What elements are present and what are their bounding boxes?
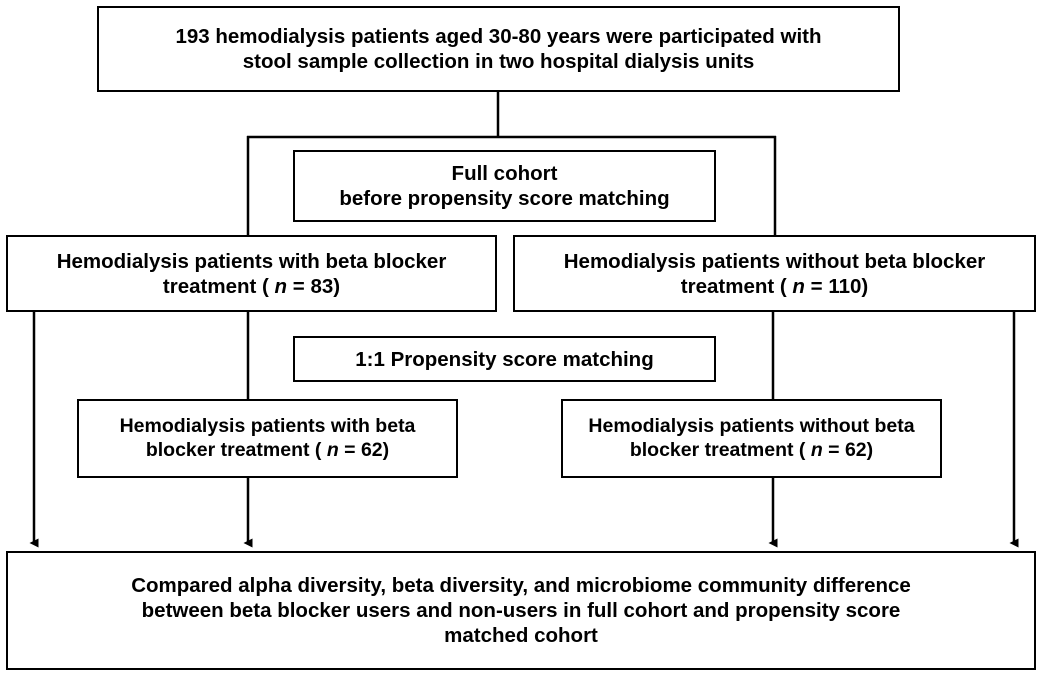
box-bb-full-n-symbol: n [274, 274, 288, 298]
box-beta-blocker-full-cohort: Hemodialysis patients with beta blocker … [6, 235, 497, 312]
box-full-cohort-label: Full cohort before propensity score matc… [293, 150, 716, 222]
box-enrollment-line1: 193 hemodialysis patients aged 30-80 yea… [175, 25, 822, 48]
box-full-cohort-line1: Full cohort [451, 162, 558, 185]
box-bb-psm-n-symbol: n [326, 438, 339, 461]
box-enrollment-line2: stool sample collection in two hospital … [242, 50, 755, 73]
box-nobb-full-line2-pre: treatment ( [680, 274, 793, 298]
box-nobb-full-n-symbol: n [792, 274, 805, 298]
box-outcome-line3: matched cohort [444, 624, 598, 647]
box-bb-psm-line2-pre: blocker treatment ( [145, 438, 327, 461]
box-bb-full-line2-pre: treatment ( [162, 274, 275, 298]
box-outcome-line2: between beta blocker users and non-users… [141, 599, 901, 622]
box-outcome-line1: Compared alpha diversity, beta diversity… [131, 574, 911, 597]
box-no-beta-blocker-full-cohort: Hemodialysis patients without beta block… [513, 235, 1036, 312]
box-bb-psm-line1: Hemodialysis patients with beta [119, 414, 416, 437]
box-propensity-score-matching-label: 1:1 Propensity score matching [293, 336, 716, 382]
box-full-cohort-line2: before propensity score matching [339, 187, 670, 210]
box-nobb-full-line1: Hemodialysis patients without beta block… [563, 249, 986, 273]
box-bb-full-line2-post: = 83) [287, 274, 341, 298]
box-enrollment: 193 hemodialysis patients aged 30-80 yea… [97, 6, 900, 92]
box-beta-blocker-matched-cohort: Hemodialysis patients with beta blocker … [77, 399, 458, 478]
box-nobb-psm-line2-post: = 62) [822, 438, 874, 461]
box-nobb-psm-n-symbol: n [810, 438, 823, 461]
box-nobb-full-line2-post: = 110) [804, 274, 869, 298]
box-nobb-psm-line2-pre: blocker treatment ( [629, 438, 811, 461]
box-outcome-comparison: Compared alpha diversity, beta diversity… [6, 551, 1036, 670]
box-nobb-psm-line1: Hemodialysis patients without beta [588, 414, 915, 437]
box-bb-psm-line2-post: = 62) [338, 438, 390, 461]
box-psm-label-line1: 1:1 Propensity score matching [355, 347, 654, 371]
box-no-beta-blocker-matched-cohort: Hemodialysis patients without beta block… [561, 399, 942, 478]
box-bb-full-line1: Hemodialysis patients with beta blocker [56, 249, 447, 273]
